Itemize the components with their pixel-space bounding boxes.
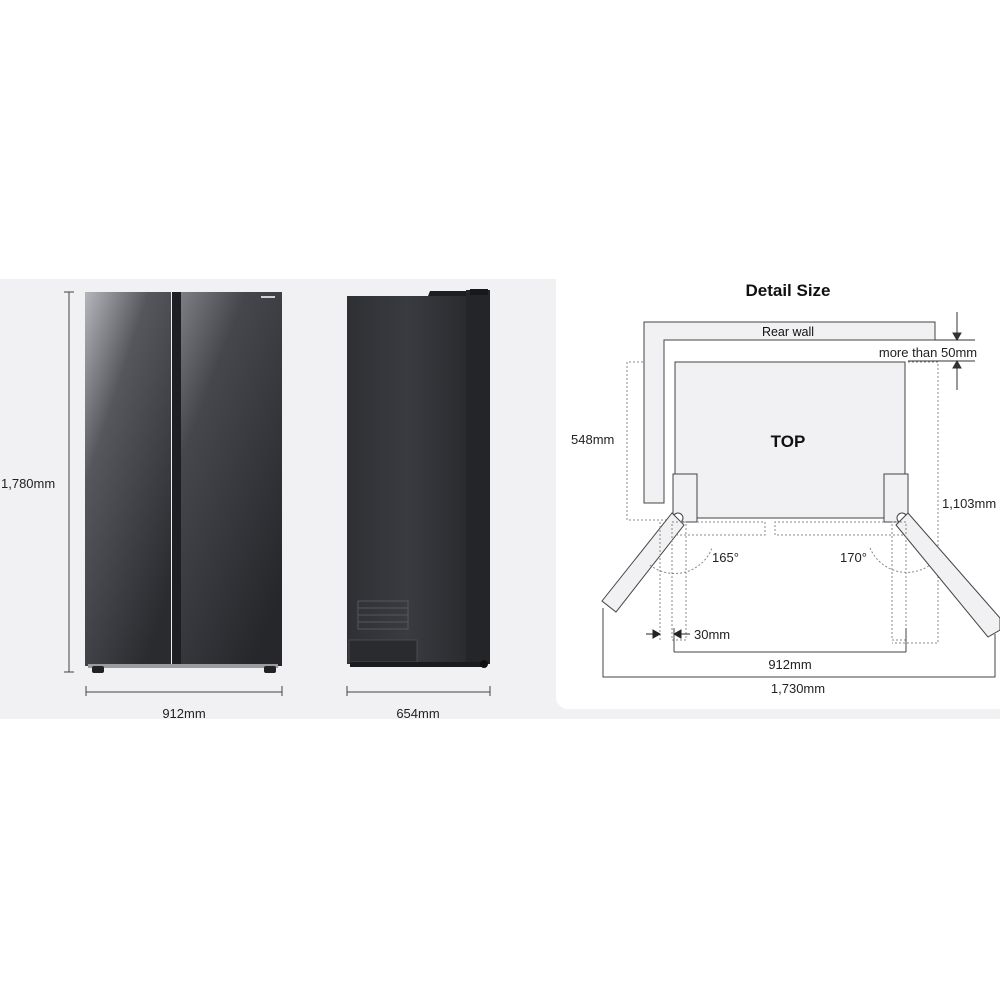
rear-vent — [357, 600, 409, 630]
front-width-label: 912mm — [162, 706, 205, 721]
foot-left — [92, 666, 104, 673]
angle-right-label: 170° — [840, 550, 867, 565]
compressor-cover — [348, 639, 418, 663]
right-door — [181, 292, 282, 666]
closed-door-outlines — [659, 521, 907, 641]
open-width-dimension-line — [602, 608, 996, 678]
open-width-label: 1,730mm — [771, 681, 825, 696]
rear-wall-label: Rear wall — [762, 325, 814, 339]
door-profile — [466, 290, 490, 664]
side-base — [350, 662, 486, 667]
left-door — [85, 292, 171, 666]
clearance-label: more than 50mm — [879, 345, 977, 360]
open-depth-dimension-line — [892, 361, 939, 644]
height-label: 1,780mm — [1, 476, 55, 491]
gap-arrows — [646, 629, 690, 639]
side-wheel — [480, 660, 488, 668]
swing-arcs — [649, 547, 931, 575]
side-depth-dimension-line — [346, 686, 491, 696]
gap-label: 30mm — [694, 627, 730, 642]
open-depth-label: 1,103mm — [942, 496, 996, 511]
base-grille — [88, 664, 278, 668]
rear-wall — [643, 321, 936, 504]
door-left-open — [601, 512, 685, 613]
door-gap — [172, 292, 181, 666]
side-depth-label: 654mm — [396, 706, 439, 721]
width-label: 912mm — [768, 657, 811, 672]
clearance-arrows — [908, 312, 975, 390]
door-right-open — [895, 512, 1000, 638]
fridge-front-view — [85, 292, 282, 673]
height-dimension-line — [64, 291, 74, 673]
detail-title: Detail Size — [745, 281, 830, 300]
top-cap — [428, 291, 467, 296]
hinge-cover — [470, 289, 488, 295]
width-dimension-line — [673, 628, 907, 653]
front-width-dimension-line — [85, 686, 283, 696]
top-label: TOP — [771, 432, 806, 451]
brand-logo — [261, 296, 275, 298]
fridge-side-view — [347, 289, 490, 668]
side-body — [347, 296, 467, 664]
foot-right — [264, 666, 276, 673]
angle-left-label: 165° — [712, 550, 739, 565]
depth-label: 548mm — [571, 432, 614, 447]
fridge-top-view — [674, 361, 906, 519]
depth-dimension-line — [626, 361, 675, 521]
